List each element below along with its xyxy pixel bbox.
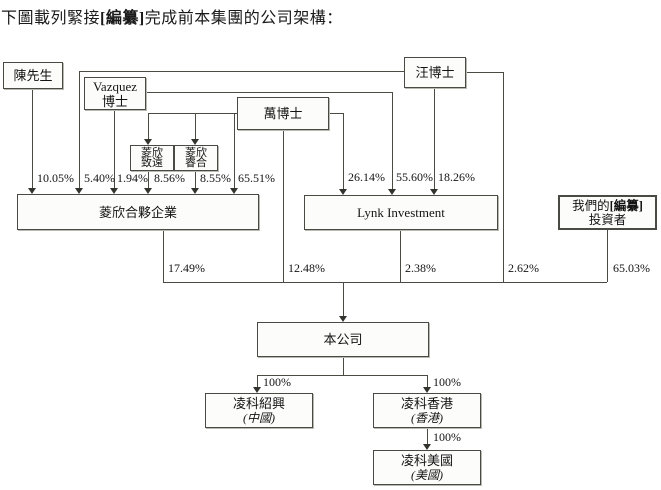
pct-company-shaoxing: 100% (263, 375, 291, 389)
pct-wan-company: 12.48% (288, 261, 325, 275)
edge-wang-company (503, 72, 504, 282)
arrowhead-wang-partnership (75, 188, 83, 194)
pct-investors-company: 65.03% (613, 261, 650, 275)
pct-wan-lynk: 26.14% (348, 170, 385, 184)
arrowhead-company-hongkong (423, 387, 431, 393)
edge-wan-lynk (343, 113, 344, 189)
pct-company-hongkong: 100% (433, 375, 461, 389)
edge-chen-partnership (32, 88, 33, 188)
title-pre: 下圖載列緊接 (1, 10, 101, 27)
node-investors-redacted: [編纂] (609, 198, 643, 213)
node-investors-line2: 投資者 (588, 212, 627, 227)
node-investors-line1: 我們的[編纂] (572, 199, 643, 213)
pct-wan-partnership: 65.51% (238, 171, 275, 185)
pct-hongkong-usa: 100% (433, 430, 461, 444)
node-hongkong: 凌科香港 (香港) (373, 393, 481, 428)
node-chen-label: 陳先生 (13, 68, 53, 83)
node-wan-label: 萬博士 (263, 106, 303, 121)
node-investors-line1-pre: 我們的 (572, 198, 610, 213)
node-company: 本公司 (257, 322, 429, 357)
node-hongkong-name: 凌科香港 (400, 395, 453, 411)
arrowhead-company-shaoxing (253, 387, 261, 393)
pct-wang-company: 2.62% (508, 261, 539, 275)
node-lynk-label: Lynk Investment (357, 205, 445, 220)
node-vazquez: Vazquez 博士 (84, 77, 146, 110)
arrowhead-ruihe-partnership (191, 188, 199, 194)
pct-zhiyuan-partnership: 8.56% (154, 171, 185, 185)
node-partnership: 菱欣合夥企業 (17, 194, 259, 230)
edge-wan-ruihe (195, 113, 196, 139)
edge-hongkong-usa (427, 428, 428, 444)
pct-partnership-company: 17.49% (168, 261, 205, 275)
pct-ruihe-partnership: 8.55% (200, 171, 231, 185)
node-ruihe-line2: 睿合 (185, 157, 207, 169)
node-wang: 汪博士 (404, 57, 466, 88)
arrowhead-hongkong-usa (423, 444, 431, 450)
node-zhiyuan: 菱欣 致遠 (130, 145, 174, 171)
edge-vazquez-lynk (392, 92, 393, 189)
edge-wang-right-run (466, 72, 503, 73)
edge-wan-partnership (234, 113, 235, 188)
node-usa-region: (美國) (411, 467, 443, 482)
title-post: 完成前本集團的公司架構： (144, 10, 343, 27)
edge-wang-left-run (79, 71, 404, 72)
pct-vazquez-partnership: 1.94% (117, 171, 148, 185)
edge-company-hongkong (427, 375, 428, 387)
edge-subsidiary-bus (257, 375, 427, 376)
edge-wan-left-bus (148, 113, 237, 114)
edge-vazquez-right-run (146, 92, 392, 93)
edge-zhiyuan-partnership (148, 171, 149, 188)
arrowhead-vazquez-partnership (110, 188, 118, 194)
node-usa: 凌科美國 (美國) (373, 450, 481, 485)
node-company-label: 本公司 (323, 332, 363, 347)
node-shaoxing-region: (中國) (243, 410, 275, 425)
arrowhead-wan-partnership (230, 188, 238, 194)
edge-wan-right-run (329, 113, 343, 114)
edge-wan-company (283, 130, 284, 282)
node-shaoxing: 凌科紹興 (中國) (205, 393, 313, 428)
edge-investors-company (607, 230, 608, 282)
pct-wang-lynk: 18.26% (438, 170, 475, 184)
node-zhiyuan-line2: 致遠 (141, 157, 163, 169)
node-lynk: Lynk Investment (304, 195, 498, 230)
edge-junction-company (343, 282, 344, 316)
arrowhead-wan-zhiyuan (144, 139, 152, 145)
pct-vazquez-lynk: 55.60% (396, 170, 433, 184)
node-vazquez-line1: Vazquez (92, 78, 138, 94)
node-hongkong-region: (香港) (411, 410, 443, 425)
edge-company-junction-bus (163, 282, 607, 283)
pct-lynk-company: 2.38% (405, 261, 436, 275)
arrowhead-junction-company (339, 316, 347, 322)
edge-wang-partnership (79, 71, 80, 188)
node-partnership-label: 菱欣合夥企業 (98, 204, 177, 220)
edge-ruihe-partnership (195, 171, 196, 188)
node-ruihe-line1: 菱欣 (185, 147, 207, 159)
node-ruihe: 菱欣 睿合 (174, 145, 218, 171)
node-shaoxing-name: 凌科紹興 (232, 395, 285, 411)
edge-wan-zhiyuan (148, 113, 149, 139)
edge-company-shaoxing (257, 375, 258, 387)
node-zhiyuan-line1: 菱欣 (141, 147, 163, 159)
pct-chen-partnership: 10.05% (37, 171, 74, 185)
node-chen: 陳先生 (3, 62, 63, 89)
arrowhead-chen-partnership (28, 188, 36, 194)
node-wang-label: 汪博士 (415, 65, 455, 80)
arrowhead-wan-lynk (339, 189, 347, 195)
arrowhead-zhiyuan-partnership (144, 188, 152, 194)
page-title: 下圖載列緊接[編纂]完成前本集團的公司架構： (1, 4, 343, 28)
edge-vazquez-partnership (114, 110, 115, 188)
arrowhead-wan-ruihe (191, 139, 199, 145)
node-wan: 萬博士 (237, 97, 329, 130)
edge-partnership-company (163, 230, 164, 282)
edge-company-down (343, 357, 344, 375)
pct-wang-partnership: 5.40% (84, 171, 115, 185)
edge-lynk-company (400, 230, 401, 282)
edge-wang-lynk (434, 88, 435, 189)
arrowhead-vazquez-lynk (388, 189, 396, 195)
title-redacted: [編纂] (100, 10, 145, 27)
node-vazquez-line2: 博士 (101, 93, 128, 109)
arrowhead-wang-lynk (430, 189, 438, 195)
node-investors: 我們的[編纂] 投資者 (558, 195, 657, 230)
node-usa-name: 凌科美國 (400, 452, 453, 468)
